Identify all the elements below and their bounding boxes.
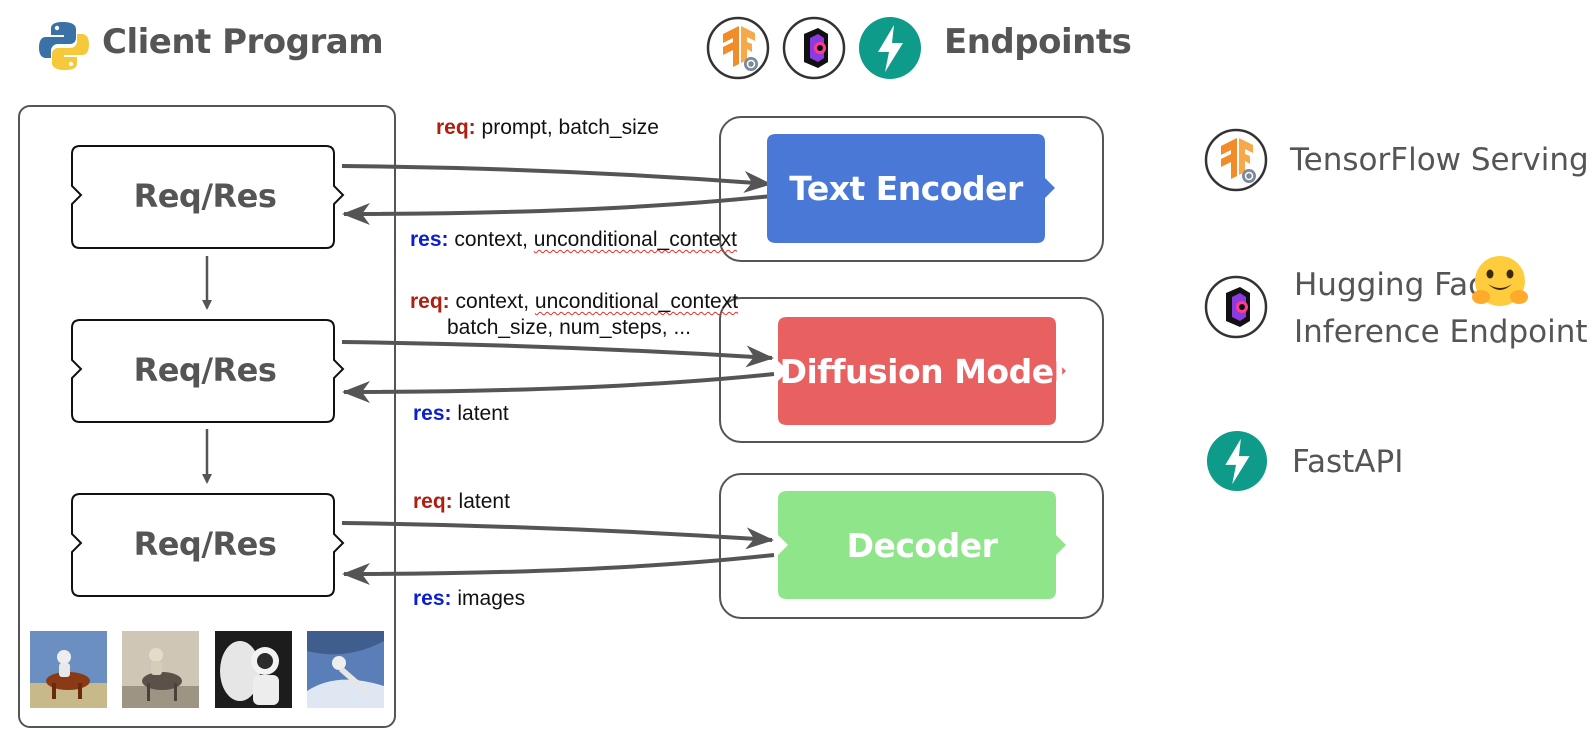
output-image-1 <box>30 631 107 708</box>
client-program-panel <box>18 105 396 728</box>
legend-tensorflow-serving-label: TensorFlow Serving <box>1290 142 1589 178</box>
req-params: context, <box>455 290 535 313</box>
res-keyword: res: <box>413 402 452 425</box>
req-params: prompt, batch_size <box>481 116 659 139</box>
fastapi-icon <box>858 16 922 80</box>
req-res-shape-2 <box>71 319 345 423</box>
tensorflow-serving-icon <box>706 16 770 80</box>
text-encoder-shape <box>767 134 1055 243</box>
res-params: latent <box>457 402 509 425</box>
req-arrow-3 <box>341 521 774 550</box>
legend-tensorflow-serving-icon <box>1204 128 1268 192</box>
flow-2-request-annotation-line2: batch_size, num_steps, ... <box>447 316 691 339</box>
hugging-face-emoji-icon <box>1470 254 1530 310</box>
decoder-shape <box>778 491 1066 599</box>
diffusion-model-endpoint-panel <box>719 297 1104 443</box>
legend-hugging-face-label-line1: Hugging Face <box>1294 267 1505 303</box>
req-keyword: req: <box>413 490 453 513</box>
legend-fastapi-label: FastAPI <box>1292 444 1404 480</box>
hugging-face-inference-icon <box>782 16 846 80</box>
python-logo-icon <box>38 20 90 72</box>
client-program-title: Client Program <box>102 22 384 62</box>
output-image-3 <box>215 631 292 708</box>
req-keyword: req: <box>410 290 450 313</box>
diffusion-model-shape <box>778 317 1066 425</box>
flow-3-request-annotation: req: latent <box>413 490 510 514</box>
endpoints-title: Endpoints <box>944 22 1132 62</box>
res-params: images <box>457 587 526 610</box>
req-arrow-1 <box>341 164 772 193</box>
text-encoder-label: Text Encoder <box>789 169 1023 208</box>
req-res-label-3: Req/Res <box>133 525 277 563</box>
req-res-shape-3 <box>71 493 345 597</box>
req-params: latent <box>458 490 510 513</box>
res-arrow-2 <box>342 372 775 403</box>
flow-1-response-annotation: res: context, unconditional_context <box>410 228 737 252</box>
decoder-label: Decoder <box>846 526 998 565</box>
res-params: context, <box>454 228 534 251</box>
req-res-shape-1 <box>71 145 345 249</box>
res-keyword: res: <box>413 587 452 610</box>
flow-2-response-annotation: res: latent <box>413 402 509 426</box>
req-params-underlined: unconditional_context <box>534 290 739 313</box>
req-res-label-2: Req/Res <box>133 351 277 389</box>
res-params-underlined: unconditional_context <box>533 228 737 251</box>
legend-hugging-face-label-line2: Inference Endpoint <box>1294 314 1588 350</box>
req-arrow-2 <box>341 340 774 368</box>
legend-hugging-face-inference-icon <box>1204 275 1268 339</box>
flow-2-request-annotation: req: context, unconditional_context <box>410 290 738 314</box>
req-keyword: req: <box>436 116 476 139</box>
output-image-4 <box>307 631 384 708</box>
res-arrow-1 <box>342 194 773 225</box>
legend-fastapi-icon <box>1206 430 1268 492</box>
text-encoder-endpoint-panel <box>719 116 1104 262</box>
res-arrow-3 <box>342 553 775 585</box>
decoder-endpoint-panel <box>719 473 1104 619</box>
diffusion-model-label: Diffusion Model <box>779 352 1065 391</box>
output-image-2 <box>122 631 199 708</box>
res-keyword: res: <box>410 228 449 251</box>
flow-3-response-annotation: res: images <box>413 587 525 611</box>
req-res-label-1: Req/Res <box>133 177 277 215</box>
flow-1-request-annotation: req: prompt, batch_size <box>436 116 659 140</box>
